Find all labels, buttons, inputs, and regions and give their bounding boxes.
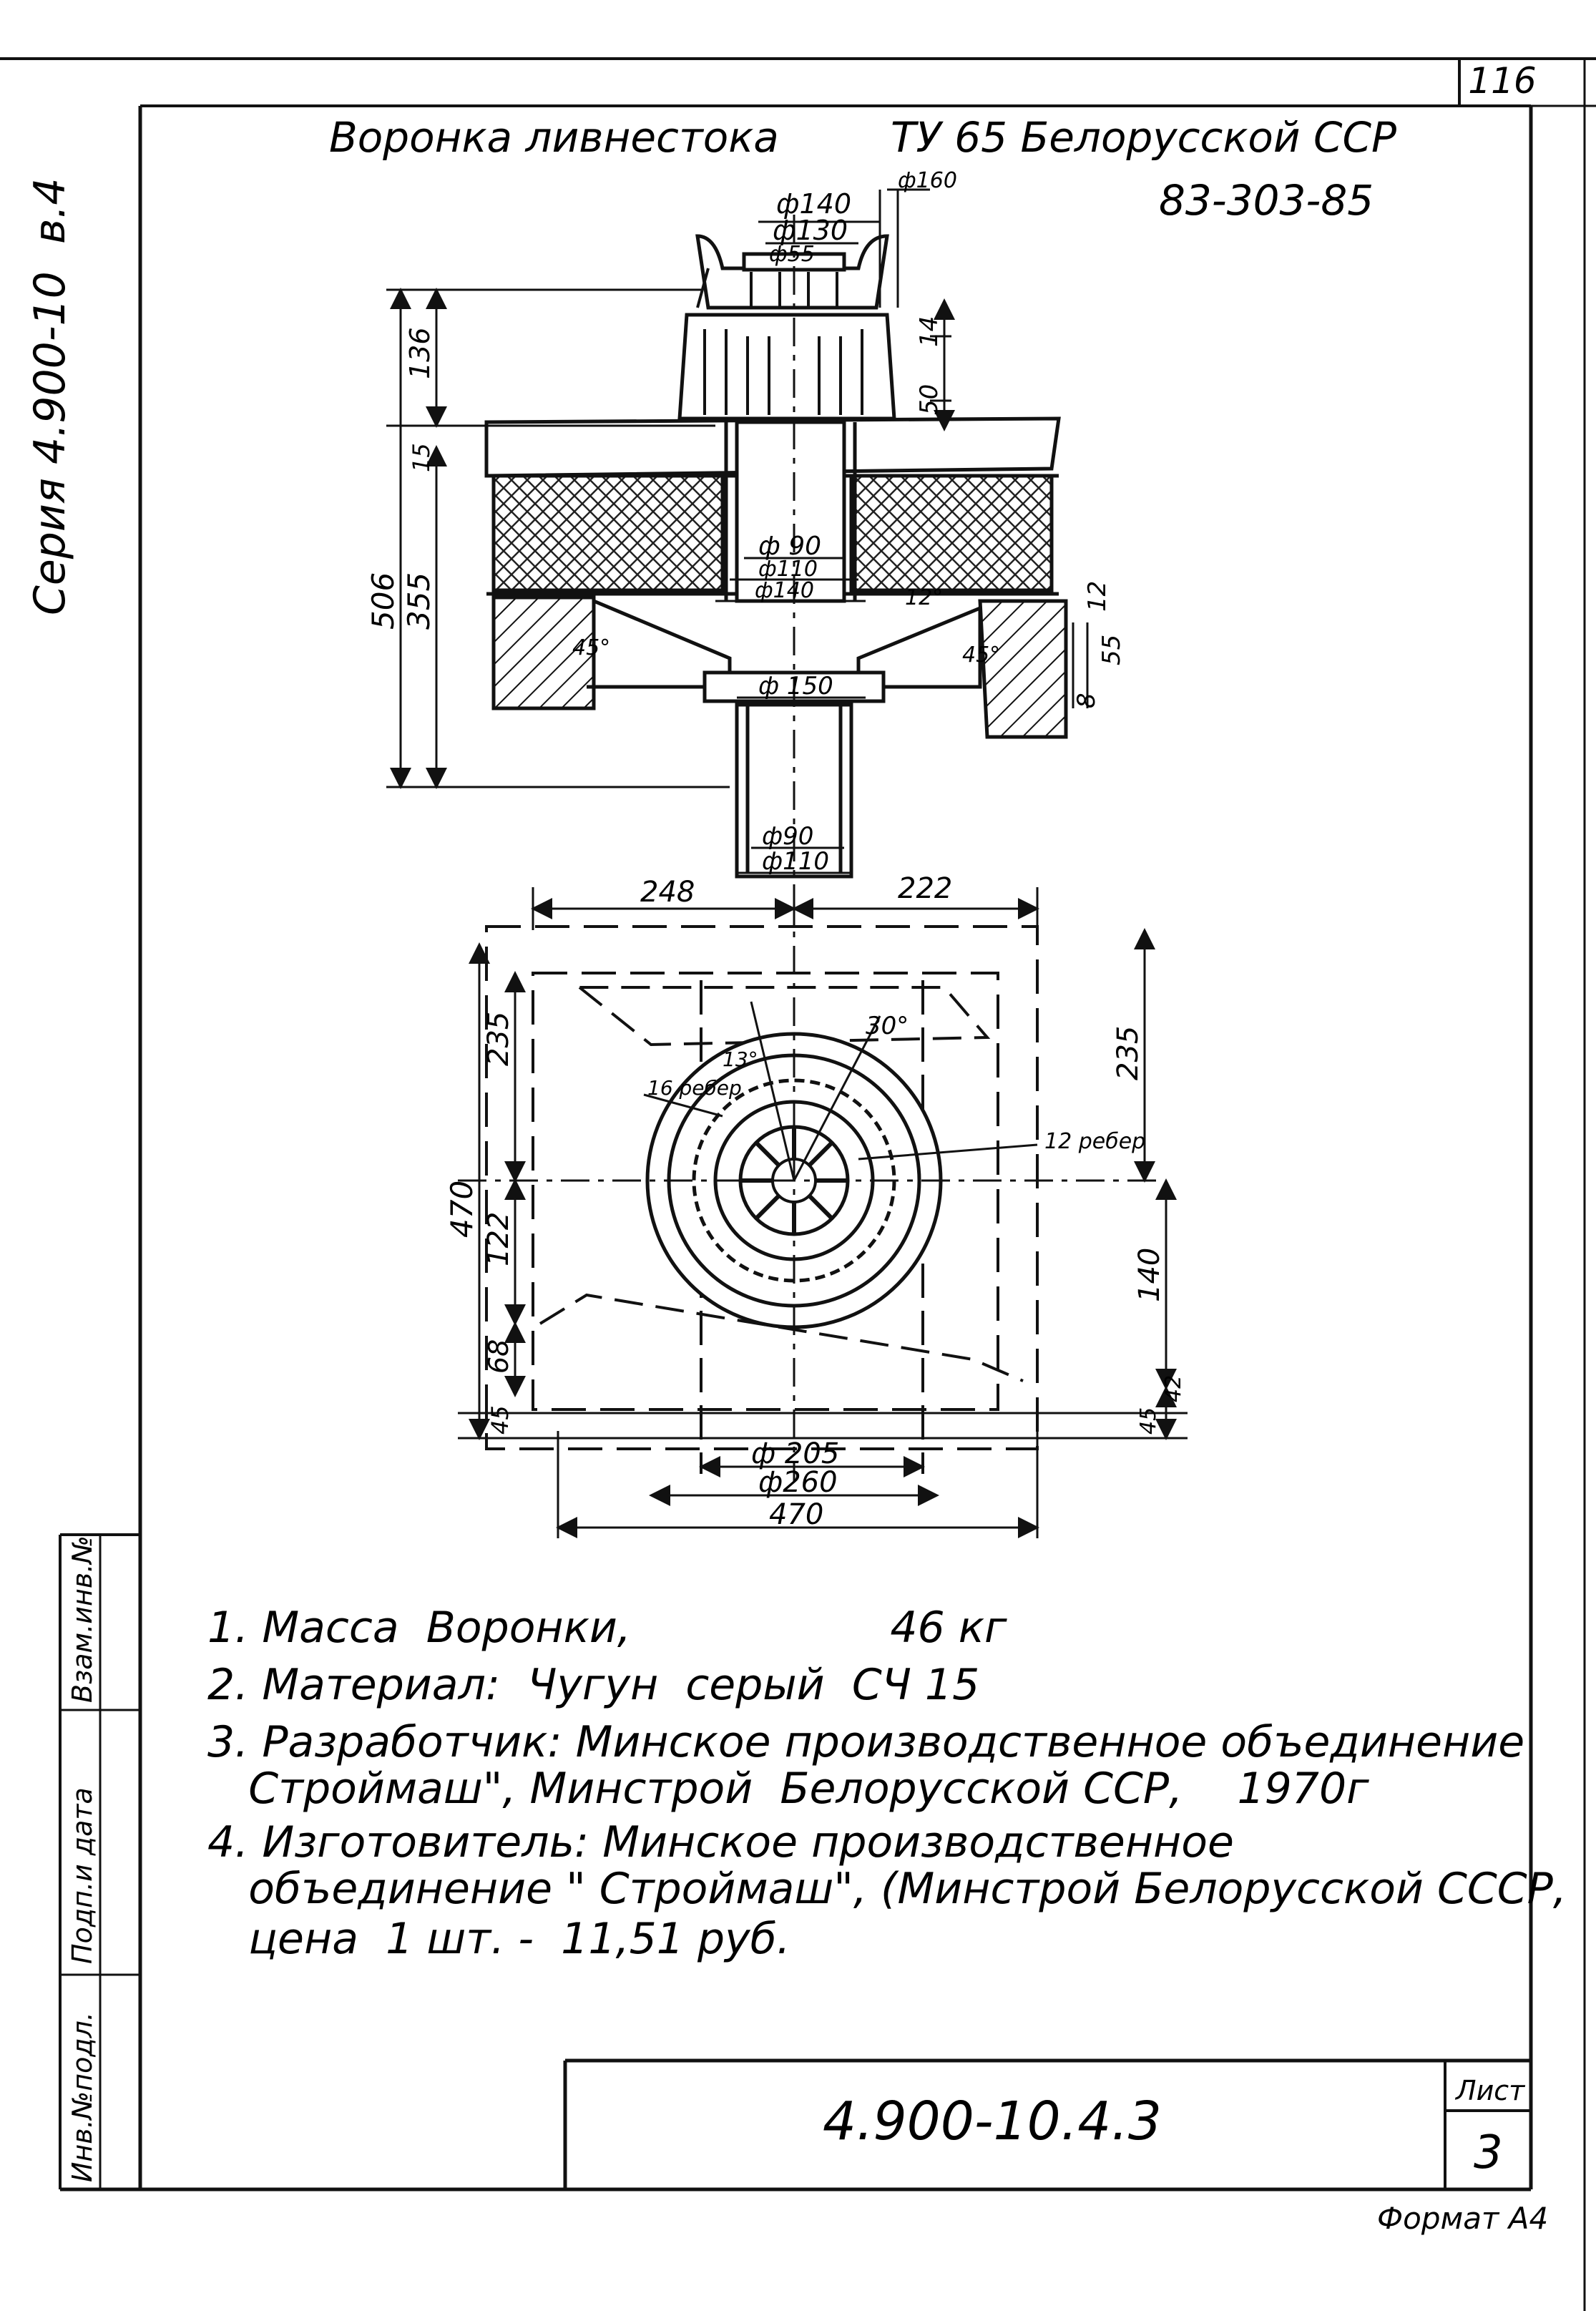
ribs-16-label: 16 ребер [647,1076,742,1100]
dim-d150: ф 150 [758,672,833,700]
title-block-sheet-number: 3 [1474,2126,1503,2179]
note-line: 1. Масса Воронки, 46 кг [207,1603,1007,1653]
dim-d55: ф55 [769,242,815,267]
plan-dimension-lines [458,887,1188,1538]
dim-d130: ф130 [773,215,848,246]
note-line: 4. Изготовитель: Минское производственно… [207,1817,1234,1867]
dim-45-left: 45 [486,1405,514,1435]
section-dimension-lines [386,188,1089,874]
angle-45-right: 45° [962,643,1000,668]
dim-d90-outlet: ф90 [762,822,813,851]
dim-235-left: 235 [482,1012,515,1066]
note-line: Строймаш", Минстрой Белорусской ССР, 197… [207,1764,1369,1814]
dim-140-right: 140 [1133,1248,1166,1302]
dim-14: 14 [915,316,944,347]
dim-470-left: 470 [444,1181,479,1238]
sheet-frame [0,57,1596,2311]
note-line: цена 1 шт. - 11,51 руб. [207,1914,790,1964]
dim-506: 506 [366,572,401,630]
sheet-corner-number: 116 [1468,60,1536,102]
notes-block: 1. Масса Воронки, 46 кг 2. Материал: Чуг… [207,1603,1567,1964]
angle-45-left: 45° [572,635,610,660]
note-line: 2. Материал: Чугун серый СЧ 15 [207,1660,979,1710]
title-block-code: 4.900-10.4.3 [823,2091,1162,2152]
dim-15: 15 [408,443,435,472]
dim-248: 248 [640,876,695,909]
dim-68: 68 [483,1339,514,1374]
dim-12: 12 [1083,581,1112,612]
drawing-code: 83-303-85 [1159,176,1374,225]
dim-45-right: 45 [1136,1407,1161,1435]
dim-8: 8 [1072,693,1101,708]
dim-50: 50 [915,384,944,415]
drawing-tu: ТУ 65 Белорусской ССР [891,113,1396,162]
dim-55: 55 [1097,635,1126,665]
dim-d205: ф 205 [751,1437,839,1470]
dim-d90-inner: ф 90 [758,532,821,561]
rib-angle-small: 13° [723,1047,758,1071]
ribs-12-label: 12 ребер [1044,1129,1145,1154]
dim-d140-top: ф140 [776,188,851,220]
note-line: объединение " Строймаш", (Минстрой Белор… [207,1864,1567,1914]
rib-angle-30: 30° [866,1012,909,1040]
funnel-plan-view [458,894,1159,1481]
dim-d110-inner: ф110 [758,557,818,582]
dim-d160: ф160 [898,168,957,193]
title-block [563,2058,1531,2189]
dim-235-right: 235 [1112,1026,1145,1080]
stamp-sign-date: Подп.и дата [67,1787,98,1964]
dim-136: 136 [404,327,436,379]
dim-355: 355 [401,572,436,630]
title-block-sheet-label: Лист [1454,2075,1526,2106]
format-label: Формат А4 [1377,2201,1548,2236]
dim-d140-inner: ф140 [755,578,814,603]
stamp-inv-no: Инв.№подл. [67,2012,98,2182]
funnel-section-view [484,215,1068,930]
note-line: 3. Разработчик: Минское производственное… [207,1717,1524,1767]
dim-42-right: 42 [1161,1375,1186,1402]
dim-470-bottom: 470 [769,1498,823,1531]
dim-d110-outlet: ф110 [762,847,829,876]
series-margin-label: Серия 4.900-10 в.4 [25,177,75,615]
dim-122: 122 [482,1212,515,1266]
dim-d260: ф260 [758,1466,838,1499]
drawing-title: Воронка ливнестока [329,113,779,162]
stamp-replaced-inv: Взам.инв.№ [67,1535,98,1703]
angle-12: 12° [905,585,943,610]
dim-222: 222 [898,872,952,905]
